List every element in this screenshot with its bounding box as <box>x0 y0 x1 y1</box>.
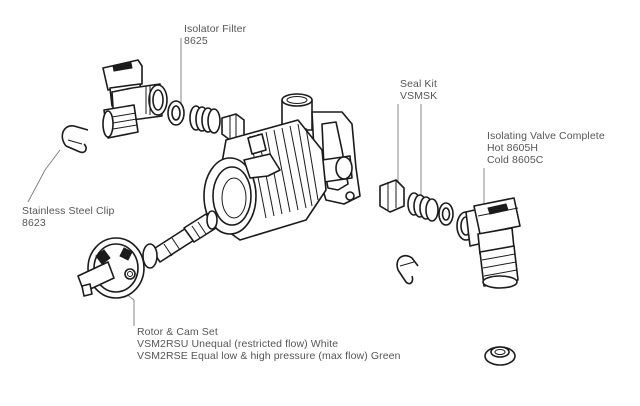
isolator-filter-code: 8625 <box>184 35 208 47</box>
label-isolating-valve: Isolating Valve Complete Hot 8605H Cold … <box>487 130 605 166</box>
label-steel-clip: Stainless Steel Clip 8623 <box>22 205 114 229</box>
steel-clip-name: Stainless Steel Clip <box>22 205 115 217</box>
isolator-filter-name: Isolator Filter <box>184 23 247 35</box>
leader-lines <box>27 38 485 326</box>
rotor-cartridge <box>142 210 218 269</box>
seal-kit-name: Seal Kit <box>400 78 437 90</box>
right-isolating-valve <box>456 197 521 289</box>
seal-kit-code: VSMSK <box>400 90 438 102</box>
filter-spring <box>189 105 221 134</box>
isolator-filter-washer <box>167 100 185 126</box>
isolating-valve-name: Isolating Valve Complete <box>487 130 605 142</box>
seal-kit-spring <box>407 192 439 222</box>
loose-washer <box>484 346 516 366</box>
seal-washer <box>438 202 454 226</box>
rotor-cam-name: Rotor & Cam Set <box>137 326 218 338</box>
isolating-valve-cold: Cold 8605C <box>487 154 544 166</box>
left-steel-clip <box>61 125 89 154</box>
left-isolating-valve <box>102 59 168 139</box>
label-isolator-filter: Isolator Filter 8625 <box>184 23 246 47</box>
steel-clip-code: 8623 <box>22 217 46 229</box>
right-steel-clip <box>396 254 419 285</box>
rotor-cam-line1: VSM2RSU Unequal (restricted flow) White <box>137 338 339 350</box>
main-valve-body <box>203 93 361 241</box>
rotor-cam-line2: VSM2RSE Equal low & high pressure (max f… <box>137 350 401 362</box>
seal-kit-nut <box>379 179 405 213</box>
label-seal-kit: Seal Kit VSMSK <box>400 78 437 102</box>
rotor-cam-knob <box>77 237 145 299</box>
leader-steel-clip <box>27 149 61 203</box>
isolating-valve-hot: Hot 8605H <box>487 142 539 154</box>
label-rotor-cam: Rotor & Cam Set VSM2RSU Unequal (restric… <box>137 326 401 362</box>
